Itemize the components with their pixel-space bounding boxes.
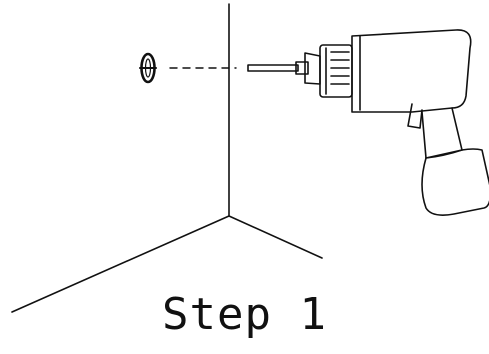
wall-corner [11, 3, 323, 313]
step-caption: Step 1 [162, 289, 327, 340]
wall-anchor-icon [139, 52, 157, 84]
power-drill-icon [247, 29, 489, 216]
